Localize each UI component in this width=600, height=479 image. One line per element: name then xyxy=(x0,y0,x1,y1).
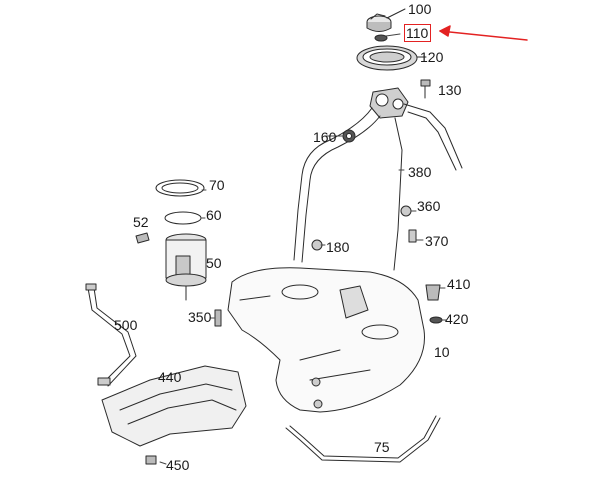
part-75-strap xyxy=(285,415,441,463)
callout-10[interactable]: 10 xyxy=(434,344,450,360)
part-50-fuel-pump xyxy=(165,233,207,301)
part-370-connector xyxy=(408,229,417,243)
part-410-valve xyxy=(425,284,441,301)
callout-160[interactable]: 160 xyxy=(313,129,337,145)
part-420-grommet xyxy=(429,316,443,324)
callout-75[interactable]: 75 xyxy=(374,439,390,455)
filler-neck xyxy=(293,87,463,271)
callout-420[interactable]: 420 xyxy=(445,311,469,327)
callout-180[interactable]: 180 xyxy=(326,239,350,255)
part-440-heat-shield xyxy=(101,365,247,447)
leader-lines xyxy=(159,33,447,465)
callout-500[interactable]: 500 xyxy=(114,317,138,333)
callout-380[interactable]: 380 xyxy=(408,164,432,180)
part-120-ring xyxy=(356,45,427,71)
part-350-sensor xyxy=(214,309,222,327)
callout-50[interactable]: 50 xyxy=(206,255,222,271)
callout-70[interactable]: 70 xyxy=(209,177,225,193)
part-60-o-ring xyxy=(164,211,202,225)
part-500-fuel-line xyxy=(85,283,137,387)
callout-130[interactable]: 130 xyxy=(438,82,462,98)
part-130-bolt xyxy=(420,79,431,99)
callout-450[interactable]: 450 xyxy=(166,457,190,473)
callout-360[interactable]: 360 xyxy=(417,198,441,214)
callout-60[interactable]: 60 xyxy=(206,207,222,223)
callout-52[interactable]: 52 xyxy=(133,214,149,230)
part-52-clip xyxy=(135,232,150,244)
callout-100[interactable]: 100 xyxy=(408,1,432,17)
callout-120[interactable]: 120 xyxy=(420,49,444,65)
callout-410[interactable]: 410 xyxy=(447,276,471,292)
part-70-lock-ring xyxy=(155,179,205,197)
part-110-seal xyxy=(374,34,388,42)
callout-440[interactable]: 440 xyxy=(158,369,182,385)
part-100-cap xyxy=(366,8,406,32)
highlight-arrow xyxy=(439,25,528,41)
callout-350[interactable]: 350 xyxy=(188,309,212,325)
part-360-connector xyxy=(400,205,412,217)
callout-110[interactable]: 110 xyxy=(404,24,432,42)
part-10-fuel-tank xyxy=(227,267,425,413)
callout-370[interactable]: 370 xyxy=(425,233,449,249)
part-450-bolt xyxy=(145,455,157,465)
part-160-grommet xyxy=(342,129,356,143)
